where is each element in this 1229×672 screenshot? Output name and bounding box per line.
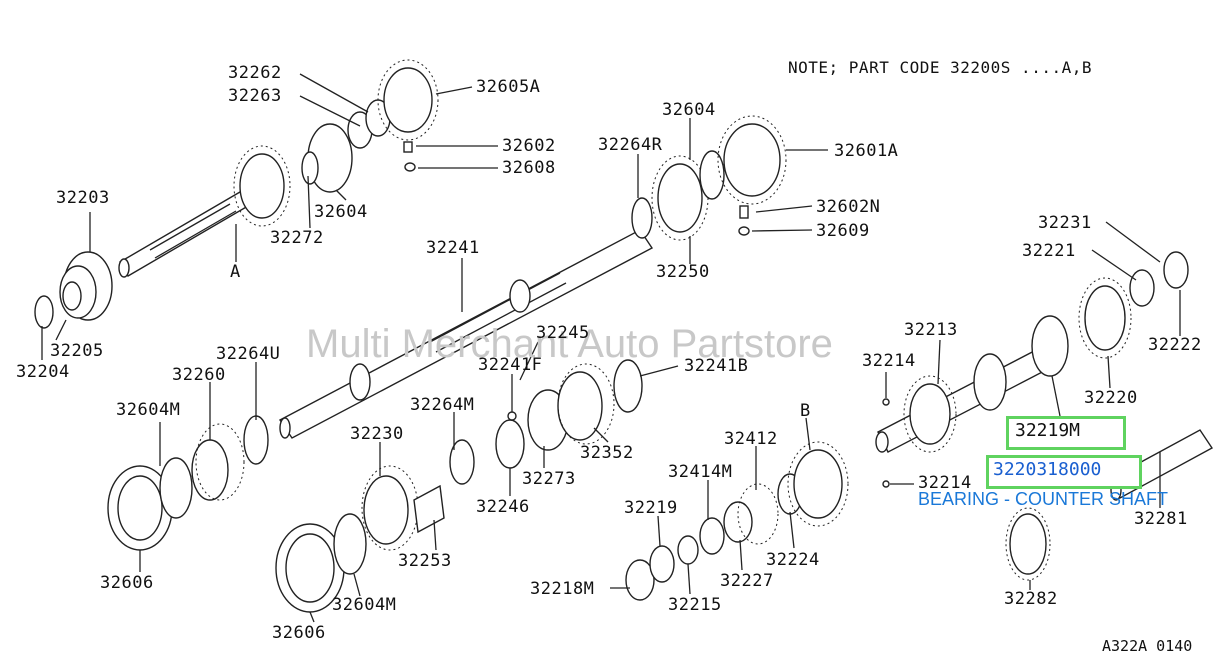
callout-32253[interactable]: 32253 [398, 551, 452, 571]
callout-32604m-lower[interactable]: 32604M [332, 595, 397, 615]
callout-32281[interactable]: 32281 [1134, 509, 1188, 529]
callout-32224[interactable]: 32224 [766, 550, 820, 570]
callout-32601a[interactable]: 32601A [834, 141, 899, 161]
callout-32204[interactable]: 32204 [16, 362, 70, 382]
callout-32352[interactable]: 32352 [580, 443, 634, 463]
callout-32250[interactable]: 32250 [656, 262, 710, 282]
callout-32221[interactable]: 32221 [1022, 241, 1076, 261]
callout-b: B [800, 401, 811, 421]
callout-32602[interactable]: 32602 [502, 136, 556, 156]
callout-32604m[interactable]: 32604M [116, 400, 181, 420]
callout-32241[interactable]: 32241 [426, 238, 480, 258]
callout-32245[interactable]: 32245 [536, 323, 590, 343]
callout-32273[interactable]: 32273 [522, 469, 576, 489]
callout-32602n[interactable]: 32602N [816, 197, 881, 217]
callout-32412[interactable]: 32412 [724, 429, 778, 449]
callout-32263[interactable]: 32263 [228, 86, 282, 106]
middle-gear-assembly [275, 359, 643, 613]
callout-32605a[interactable]: 32605A [476, 77, 541, 97]
watermark: Multi Merchant Auto Partstore [306, 322, 833, 366]
callout-32227[interactable]: 32227 [720, 571, 774, 591]
callout-32214[interactable]: 32214 [862, 351, 916, 371]
mainshaft [278, 229, 654, 439]
upper-middle-gear-assembly [631, 115, 787, 241]
diagram-code: A322A 0140 [1102, 637, 1193, 655]
callout-32218m[interactable]: 32218M [530, 579, 595, 599]
callout-32604[interactable]: 32604 [314, 202, 368, 222]
callout-a: A [230, 262, 241, 282]
callout-32606[interactable]: 32606 [100, 573, 154, 593]
callout-32272[interactable]: 32272 [270, 228, 324, 248]
callout-32264m[interactable]: 32264M [410, 395, 475, 415]
callout-32203[interactable]: 32203 [56, 188, 110, 208]
callout-32608[interactable]: 32608 [502, 158, 556, 178]
leader-lines [41, 73, 1181, 623]
callout-32230[interactable]: 32230 [350, 424, 404, 444]
callout-32606-lower[interactable]: 32606 [272, 623, 326, 643]
callout-32219m-selected[interactable]: 32219M [1006, 416, 1126, 450]
callout-32414m[interactable]: 32414M [668, 462, 733, 482]
callout-32205[interactable]: 32205 [50, 341, 104, 361]
callout-32260[interactable]: 32260 [172, 365, 226, 385]
callout-32264u[interactable]: 32264U [216, 344, 281, 364]
callout-32241f[interactable]: 32241F [478, 355, 543, 375]
lower-left-gear-assembly [107, 415, 269, 551]
callout-32241b[interactable]: 32241B [684, 356, 749, 376]
callout-32604-upper[interactable]: 32604 [662, 100, 716, 120]
callout-32220[interactable]: 32220 [1084, 388, 1138, 408]
main-drive-gear-assembly [34, 59, 439, 329]
callout-32214-lower[interactable]: 32214 [918, 473, 972, 493]
callout-32219[interactable]: 32219 [624, 498, 678, 518]
part-number-highlight[interactable]: 3220318000 [986, 455, 1142, 489]
callout-32213[interactable]: 32213 [904, 320, 958, 340]
callout-32609[interactable]: 32609 [816, 221, 870, 241]
callout-32215[interactable]: 32215 [668, 595, 722, 615]
callout-32262[interactable]: 32262 [228, 63, 282, 83]
callout-32264r[interactable]: 32264R [598, 135, 663, 155]
callout-32231[interactable]: 32231 [1038, 213, 1092, 233]
callout-32282[interactable]: 32282 [1004, 589, 1058, 609]
callout-32222[interactable]: 32222 [1148, 335, 1202, 355]
part-code-note: NOTE; PART CODE 32200S ....A,B [788, 58, 1092, 77]
part-description[interactable]: BEARING - COUNTER SHAFT [918, 489, 1169, 509]
callout-32246[interactable]: 32246 [476, 497, 530, 517]
